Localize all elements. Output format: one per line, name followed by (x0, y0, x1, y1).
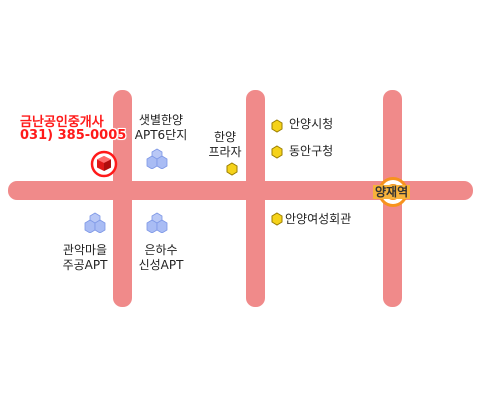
vertical-road-2 (246, 90, 265, 307)
apartment-building-icon (146, 212, 168, 233)
office-name: 금난공인중개사 (20, 115, 104, 130)
apartment-label-line2: 신성APT (138, 258, 184, 272)
apartment-label-line1: 은하수 (144, 243, 178, 257)
apartment-label-line1: 샛별한양 (138, 113, 184, 127)
apartment-building-icon (84, 212, 106, 233)
vertical-road-1 (113, 90, 132, 307)
office-phone: 031) 385-0005 (20, 128, 127, 143)
apartment-label-eunhasu: 은하수 신성APT (131, 243, 191, 273)
landmark-label-women-center: 안양여성회관 (285, 212, 352, 226)
landmark-label-dongan-gu-office: 동안구청 (289, 144, 334, 158)
station-label: 양재역 (373, 185, 411, 199)
landmark-label-hanyang-plaza: 한양 프라자 (200, 130, 250, 160)
apartment-label-line2: APT6단지 (134, 128, 188, 142)
landmark-label-line2: 프라자 (208, 145, 242, 159)
apartment-label-gwanak: 관악마을 주공APT (55, 243, 115, 273)
red-cube-location-marker-icon[interactable] (89, 149, 119, 179)
yellow-hexagon-icon (271, 119, 283, 133)
apartment-label-line2: 주공APT (62, 258, 108, 272)
yellow-hexagon-icon (271, 212, 283, 226)
apartment-building-icon (146, 148, 168, 169)
yellow-hexagon-icon (271, 145, 283, 159)
landmark-label-line1: 한양 (213, 130, 237, 144)
apartment-label-line1: 관악마을 (62, 243, 108, 257)
landmark-label-anyang-city-hall: 안양시청 (289, 117, 334, 131)
yellow-hexagon-icon (226, 162, 238, 176)
apartment-label-saetbyeol: 샛별한양 APT6단지 (131, 113, 191, 143)
